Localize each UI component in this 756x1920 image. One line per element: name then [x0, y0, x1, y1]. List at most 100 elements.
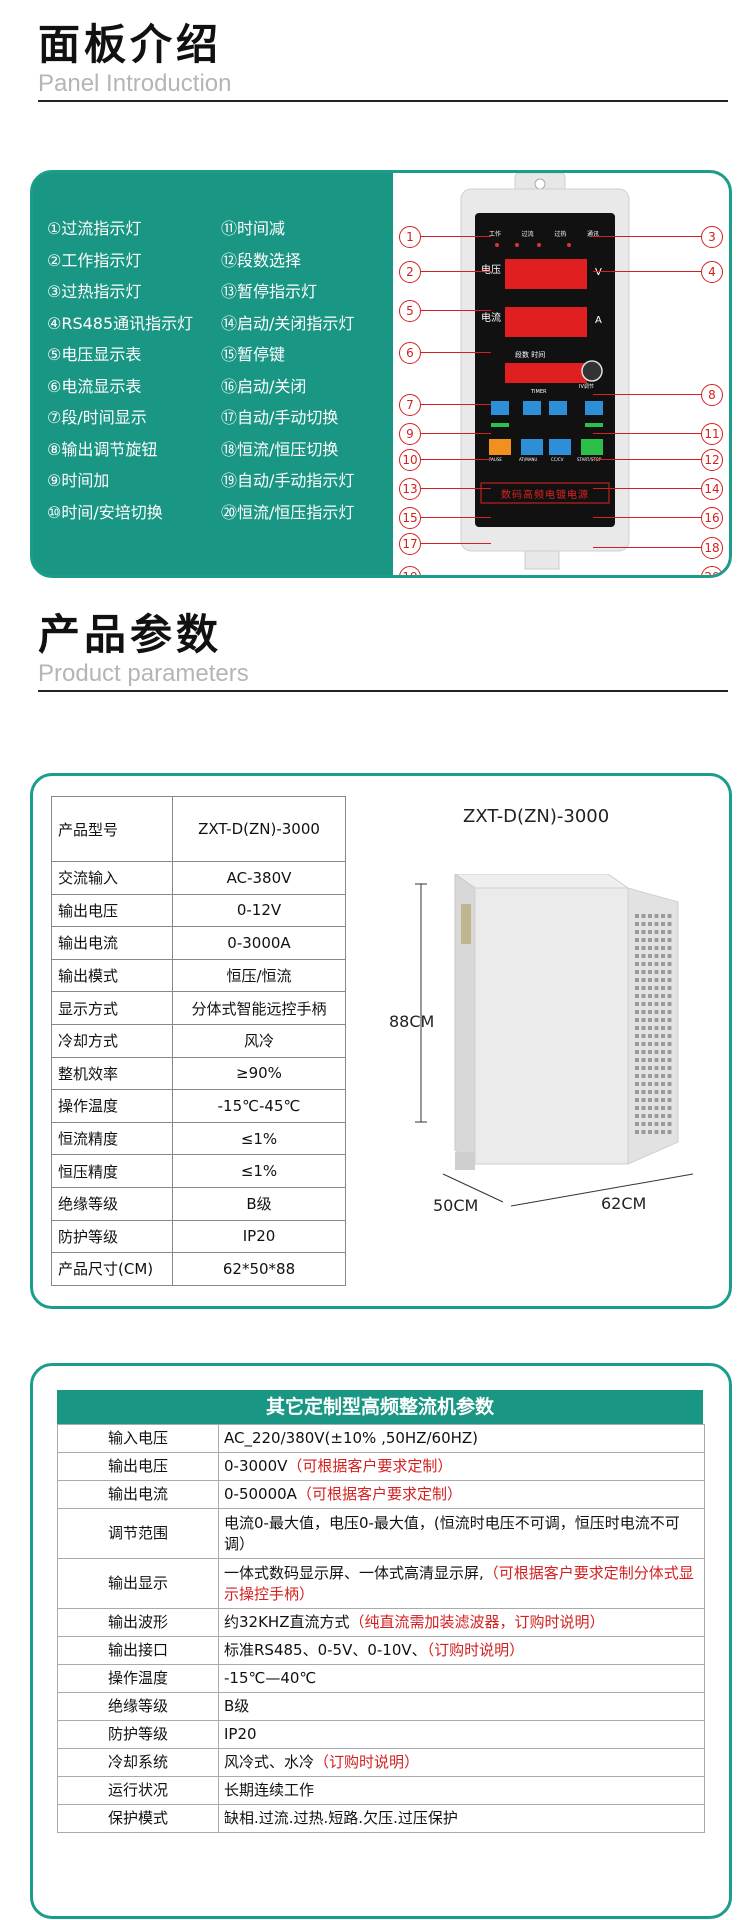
table-row: 保护模式缺相.过流.过热.短路.欠压.过压保护: [57, 1804, 705, 1833]
custom-value-text: AC_220/380V(±10% ,50HZ/60HZ): [224, 1429, 479, 1447]
custom-value: 风冷式、水冷（订购时说明）: [218, 1748, 705, 1777]
indicator-label-overheat: 过热: [554, 231, 567, 238]
custom-value-text: 缺相.过流.过热.短路.欠压.过压保护: [224, 1809, 458, 1827]
callout-line: [593, 459, 701, 461]
unit-v: V: [595, 267, 602, 278]
custom-key: 保护模式: [57, 1804, 219, 1833]
custom-key: 输出波形: [57, 1608, 219, 1637]
custom-value: 0-3000V（可根据客户要求定制）: [218, 1452, 705, 1481]
custom-value-note: （订购时说明）: [426, 1641, 525, 1659]
cabinet-illustration: [415, 874, 694, 1207]
pause-button-label: PAUSE: [489, 457, 502, 462]
legend-item: ⑦段/时间显示: [47, 408, 147, 427]
param-key: 显示方式: [51, 991, 173, 1025]
legend-item: ⑪时间减: [221, 219, 286, 238]
custom-key: 调节范围: [57, 1508, 219, 1559]
custom-value-note: （纯直流需加装滤波器，订购时说明）: [349, 1613, 605, 1631]
custom-value-text: 一体式数码显示屏、一体式高清显示屏,: [224, 1563, 484, 1582]
legend-item: ④RS485通讯指示灯: [47, 313, 194, 333]
custom-key: 绝缘等级: [57, 1692, 219, 1721]
param-key: 整机效率: [51, 1056, 173, 1091]
custom-value: 缺相.过流.过热.短路.欠压.过压保护: [218, 1804, 705, 1833]
param-value: 62*50*88: [172, 1252, 346, 1286]
legend-item: ⑬暂停指示灯: [221, 282, 318, 301]
callout-line: [593, 433, 701, 435]
table-row: 调节范围电流0-最大值，电压0-最大值，(恒流时电压不可调，恒压时电流不可调）: [57, 1508, 705, 1559]
custom-value-text: 0-50000A: [224, 1485, 297, 1503]
custom-value: AC_220/380V(±10% ,50HZ/60HZ): [218, 1424, 705, 1453]
callout-line: [421, 271, 491, 273]
callout-number: 1: [399, 225, 421, 248]
custom-key: 输出电压: [57, 1452, 219, 1481]
custom-value: -15℃—40℃: [218, 1664, 705, 1693]
callout-line: [593, 517, 701, 519]
param-key: 产品尺寸(CM): [51, 1252, 173, 1286]
cc-cv-button-label: CC/CV: [551, 457, 564, 462]
callout-number: 5: [399, 300, 421, 323]
legend-item: ⑲自动/手动指示灯: [221, 471, 355, 490]
callout-number: 6: [399, 342, 421, 365]
custom-value: 约32KHZ直流方式（纯直流需加装滤波器，订购时说明）: [218, 1608, 705, 1637]
legend-item: ⑯启动/关闭: [221, 376, 307, 396]
device-illustration-area: 工作 过流 过热 通讯 电压 电流 V A 段数 时间 IV调节 TIMER P…: [393, 173, 729, 575]
segment-time-label: 段数 时间: [515, 351, 546, 359]
custom-value-note: （可根据客户要求定制）: [287, 1457, 453, 1475]
current-label: 电流: [481, 313, 501, 324]
param-key: 冷却方式: [51, 1023, 173, 1058]
legend-item: ⑫段数选择: [221, 250, 302, 270]
table-row: 运行状况长期连续工作: [57, 1776, 705, 1805]
callout-line: [421, 404, 491, 406]
callout-line: [421, 235, 491, 237]
callout-line: [421, 310, 491, 312]
callout-number: 17: [399, 533, 421, 556]
callout-line: [593, 546, 701, 548]
custom-value-text: 约32KHZ直流方式: [224, 1613, 350, 1631]
legend-item: ⑱恒流/恒压切换: [221, 439, 339, 459]
param-value: ≥90%: [172, 1056, 346, 1091]
legend-item: ⑮暂停键: [221, 345, 286, 364]
product-model-caption: ZXT-D(ZN)-3000: [463, 806, 610, 827]
custom-value: B级: [218, 1692, 705, 1721]
param-key: 防护等级: [51, 1219, 173, 1254]
params-title-en: Product parameters: [38, 660, 249, 687]
callout-number: 10: [399, 449, 421, 472]
table-row: 输出波形约32KHZ直流方式（纯直流需加装滤波器，订购时说明）: [57, 1608, 705, 1637]
legend-item: ⑨时间加: [47, 471, 110, 490]
callout-line: [593, 488, 701, 490]
custom-value-text: 电流0-最大值，电压0-最大值，(恒流时电压不可调，恒压时电流不可调）: [224, 1513, 680, 1553]
legend-item: ⑧输出调节旋钮: [47, 439, 158, 459]
custom-value-note: （订购时说明）: [314, 1753, 420, 1771]
panel-section-header: 面板介绍 Panel Introduction: [38, 20, 728, 102]
custom-value-text: 0-3000V: [224, 1457, 288, 1475]
param-key: 恒压精度: [51, 1154, 173, 1188]
divider: [38, 100, 728, 102]
param-key: 操作温度: [51, 1089, 173, 1123]
custom-value-text: 标准RS485、0-5V、0-10V、: [224, 1641, 427, 1659]
indicator-label-overcurrent: 过流: [521, 231, 534, 238]
custom-value-text: B级: [224, 1697, 250, 1715]
param-value: -15℃-45℃: [172, 1089, 346, 1123]
table-row: 恒压精度≤1%: [51, 1154, 346, 1188]
callout-line: [421, 488, 491, 490]
param-value: 风冷: [172, 1023, 346, 1058]
custom-key: 操作温度: [57, 1664, 219, 1693]
param-key: 输出电压: [51, 893, 173, 928]
legend-item: ⑩时间/安培切换: [47, 502, 163, 522]
table-row: 输出显示一体式数码显示屏、一体式高清显示屏,（可根据客户要求定制分体式显示操控手…: [57, 1558, 705, 1609]
param-key: 交流输入: [51, 861, 173, 895]
callout-number: 7: [399, 394, 421, 417]
legend-item: ②工作指示灯: [47, 250, 142, 270]
param-value: 分体式智能远控手柄: [172, 991, 346, 1025]
custom-value-text: 风冷式、水冷: [224, 1753, 315, 1771]
voltage-label: 电压: [481, 265, 501, 276]
callout-line: [421, 576, 491, 577]
table-row: 输出模式恒压/恒流: [51, 958, 346, 993]
